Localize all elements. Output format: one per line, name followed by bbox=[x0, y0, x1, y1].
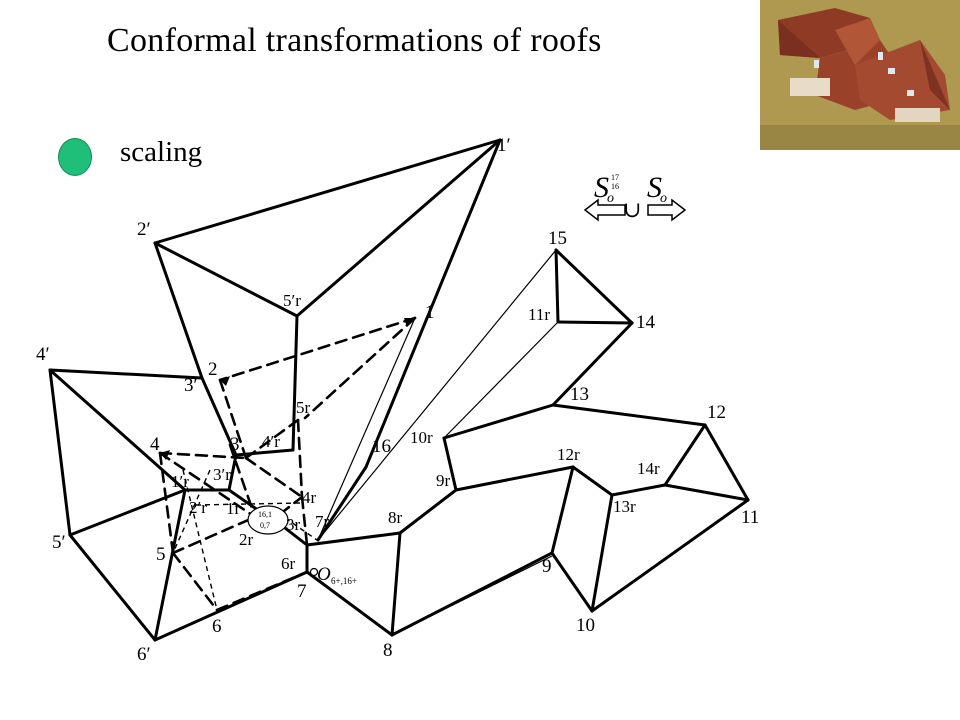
sym-union: ∪ bbox=[623, 197, 641, 222]
symmetry-symbol: S o 17 16 S o ∪ bbox=[583, 171, 687, 222]
edge bbox=[291, 314, 299, 452]
edge bbox=[153, 138, 502, 245]
edge bbox=[454, 465, 575, 492]
edge bbox=[200, 376, 238, 457]
edge bbox=[283, 526, 309, 547]
label-2: 2 bbox=[208, 359, 218, 380]
label-4pr: 4′r bbox=[262, 432, 280, 451]
label-5pr: 5′r bbox=[283, 291, 301, 310]
label-11r: 11r bbox=[528, 305, 550, 324]
edge bbox=[316, 465, 368, 542]
label-4p: 4′ bbox=[36, 344, 50, 365]
label-8: 8 bbox=[383, 640, 393, 661]
label-3: 3 bbox=[230, 434, 240, 455]
roof-model-photo bbox=[760, 0, 960, 150]
edge bbox=[554, 248, 560, 324]
bullet-circle-icon bbox=[58, 138, 92, 176]
label-2p: 2′ bbox=[137, 219, 151, 240]
edge bbox=[554, 248, 634, 325]
label-9: 9 bbox=[542, 556, 552, 577]
edge bbox=[703, 423, 750, 502]
label-1pr: 1′r bbox=[171, 472, 189, 491]
edge bbox=[590, 498, 750, 613]
label-10: 10 bbox=[576, 615, 595, 636]
label-3pr: 3′r bbox=[213, 465, 231, 484]
edge bbox=[153, 241, 204, 380]
edge bbox=[48, 368, 72, 537]
edge bbox=[295, 138, 502, 318]
edge bbox=[364, 138, 502, 469]
edge bbox=[398, 488, 458, 535]
edge bbox=[390, 531, 402, 637]
label-11: 11 bbox=[741, 507, 759, 528]
origin-sub: 6+,16+ bbox=[331, 576, 357, 586]
label-5: 5 bbox=[156, 544, 166, 565]
edge bbox=[153, 570, 309, 642]
edge bbox=[48, 368, 187, 492]
edge bbox=[48, 368, 204, 380]
label-6r: 6r bbox=[281, 554, 296, 573]
edge bbox=[551, 321, 634, 407]
label-14: 14 bbox=[636, 312, 656, 333]
label-10r: 10r bbox=[410, 428, 433, 447]
edge bbox=[663, 483, 750, 502]
label-16: 16 bbox=[372, 436, 391, 457]
origin-label: O bbox=[317, 564, 331, 585]
edge bbox=[590, 493, 614, 613]
edge bbox=[305, 570, 394, 637]
edge bbox=[68, 533, 157, 642]
edge bbox=[153, 488, 187, 642]
bullet-label: scaling bbox=[120, 136, 203, 168]
edge bbox=[305, 531, 402, 547]
label-4r: 4r bbox=[302, 488, 317, 507]
label-13r: 13r bbox=[613, 497, 636, 516]
label-15: 15 bbox=[548, 228, 567, 249]
edge bbox=[153, 241, 299, 318]
label-3p: 3′ bbox=[184, 375, 198, 396]
sym-left: S bbox=[594, 171, 609, 204]
edge bbox=[442, 436, 458, 492]
label-12: 12 bbox=[707, 402, 726, 423]
arrow-right-icon bbox=[647, 198, 687, 222]
label-8r: 8r bbox=[388, 508, 403, 527]
label-7: 7 bbox=[297, 581, 307, 602]
label-2pr: 2′r bbox=[189, 498, 207, 517]
sym-left-sup: 17 bbox=[611, 173, 619, 182]
edge bbox=[610, 483, 667, 497]
edge bbox=[663, 423, 707, 487]
edge bbox=[442, 403, 555, 440]
center-label-bottom: 0,7 bbox=[260, 521, 270, 530]
edge bbox=[556, 320, 634, 325]
label-2r: 2r bbox=[239, 530, 254, 549]
label-1r: 1r bbox=[226, 499, 241, 518]
label-4: 4 bbox=[150, 434, 160, 455]
label-3r: 3r bbox=[286, 515, 301, 534]
edge bbox=[227, 453, 238, 492]
label-9r: 9r bbox=[436, 471, 451, 490]
label-12r: 12r bbox=[557, 445, 580, 464]
arrow-left-icon bbox=[583, 198, 626, 222]
center-label-top: 16,1 bbox=[258, 510, 272, 519]
label-1p: 1′ bbox=[497, 135, 511, 156]
sym-right: S bbox=[647, 171, 662, 204]
edge bbox=[550, 551, 594, 613]
label-6p: 6′ bbox=[137, 644, 151, 665]
edge bbox=[571, 465, 614, 497]
edge bbox=[550, 465, 575, 555]
sym-left-sub: 16 bbox=[611, 182, 619, 191]
label-7r: 7r bbox=[315, 512, 330, 531]
sym-right-idx: o bbox=[660, 191, 667, 206]
sym-left-idx: o bbox=[607, 191, 614, 206]
label-5r: 5r bbox=[296, 398, 311, 417]
label-1: 1 bbox=[425, 302, 435, 323]
label-5p: 5′ bbox=[52, 532, 66, 553]
label-6: 6 bbox=[212, 616, 222, 637]
page-title: Conformal transformations of roofs bbox=[107, 22, 602, 59]
label-14r: 14r bbox=[637, 459, 660, 478]
label-13: 13 bbox=[570, 384, 589, 405]
edge bbox=[551, 403, 707, 427]
